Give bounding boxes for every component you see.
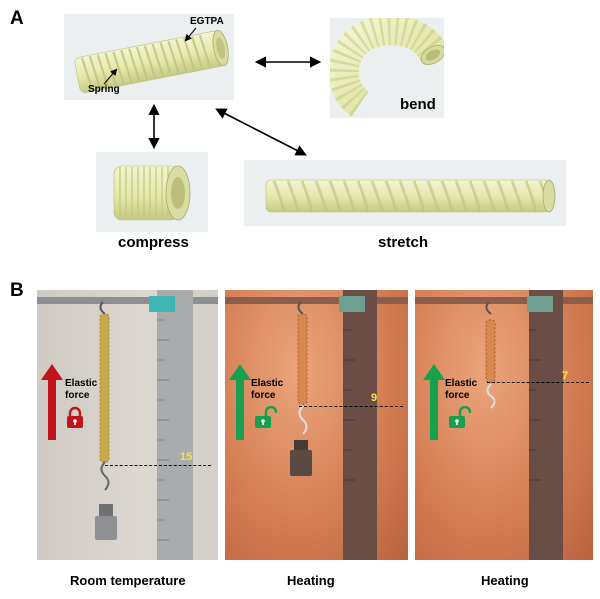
- caption-3: Heating: [481, 573, 529, 588]
- spring-label: Spring: [88, 84, 120, 95]
- stretch-label: stretch: [378, 234, 429, 251]
- straight-tube-box: [64, 14, 234, 100]
- compressed-tube-illustration: [113, 165, 191, 221]
- panel-b-letter: B: [10, 280, 24, 301]
- lock-locked-icon: [67, 406, 83, 428]
- bend-label: bend: [400, 96, 436, 113]
- stretched-tube-box: [244, 160, 566, 226]
- photo-3-scene: [415, 290, 593, 560]
- elastic-force-arrow-1: [41, 364, 63, 440]
- panel-a-arrows: [103, 27, 322, 156]
- lock-unlocked-icon: [449, 406, 471, 428]
- photo-2-scene: [225, 290, 408, 560]
- ruler-reading-1: 15: [180, 451, 193, 463]
- stretched-tube-illustration: [265, 179, 556, 213]
- spring-pointer: [103, 68, 118, 85]
- reading-line-2: [299, 406, 403, 407]
- bent-tube-illustration: [330, 18, 444, 117]
- arrow-to-stretch: [215, 108, 307, 156]
- reading-line-1: [105, 465, 211, 466]
- straight-tube-illustration: [74, 29, 229, 93]
- bent-tube-box: [330, 18, 444, 118]
- ruler-reading-3: 7: [562, 370, 569, 382]
- elastic-force-arrow-2: [229, 364, 251, 440]
- caption-1: Room temperature: [70, 573, 186, 588]
- egtpa-label: EGTPA: [190, 16, 224, 27]
- lock-unlocked-icon: [255, 406, 277, 428]
- compress-label: compress: [118, 234, 189, 251]
- compressed-tube-box: [96, 152, 208, 232]
- egtpa-pointer: [184, 27, 197, 42]
- panel-a-letter: A: [10, 8, 24, 29]
- photo-1-scene: [37, 290, 218, 560]
- elastic-force-arrow-3: [423, 364, 445, 440]
- caption-2: Heating: [287, 573, 335, 588]
- reading-line-3: [487, 382, 589, 383]
- ruler-reading-2: 9: [371, 392, 378, 404]
